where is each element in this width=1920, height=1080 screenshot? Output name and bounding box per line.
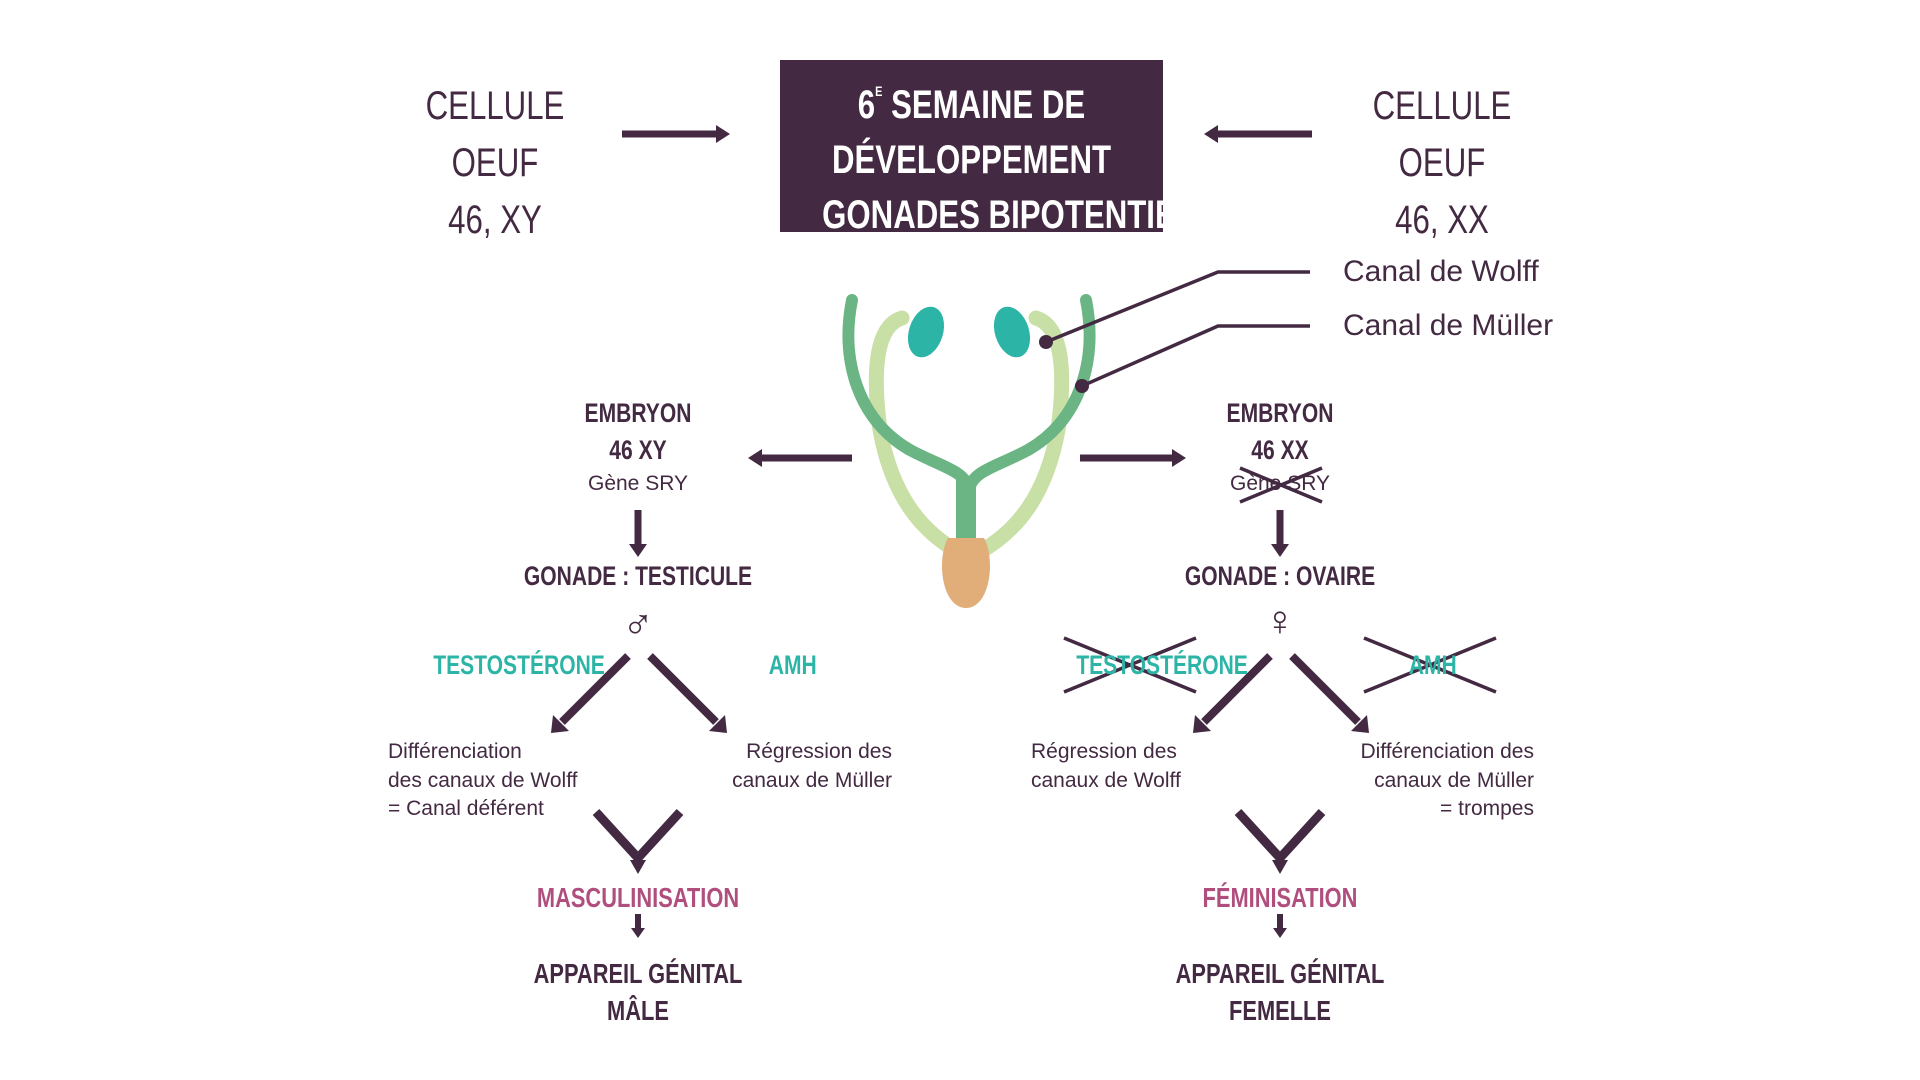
female-symbol-icon: ♀: [1264, 597, 1296, 644]
title-line2: DÉVELOPPEMENT: [831, 138, 1112, 182]
desc-line: Régression des: [746, 740, 892, 763]
female-gonad-label: GONADE : OVAIRE: [1184, 561, 1376, 591]
gonad-left: [907, 306, 945, 358]
male-symbol-icon: ♂: [622, 599, 654, 646]
desc-line: canaux de Müller: [732, 768, 892, 792]
male-testosterone-label: TESTOSTÉRONE: [433, 650, 605, 680]
female-final-line2: FEMELLE: [1229, 995, 1331, 1026]
left-zygote-line1: CELLULE OEUF: [425, 84, 565, 185]
wolff-leader-line: [1039, 270, 1310, 349]
desc-line: Régression des: [1031, 740, 1177, 763]
wolff-duct-left: [842, 294, 974, 492]
merge-arrow-female: [1234, 808, 1326, 874]
desc-line: Différenciation des: [1360, 740, 1534, 763]
male-final-line2: MÂLE: [607, 995, 669, 1026]
male-gonad-label: GONADE : TESTICULE: [523, 561, 753, 591]
cross-gene-sry: [1239, 466, 1323, 504]
desc-line: Différenciation: [388, 740, 522, 763]
male-final-line1: APPAREIL GÉNITAL: [533, 958, 743, 989]
male-amh-label: AMH: [768, 650, 817, 680]
gonad-right: [993, 306, 1031, 358]
left-zygote-label: CELLULE OEUF 46, XY: [345, 78, 645, 249]
male-embryo-karyotype: 46 XY: [609, 435, 667, 465]
muller-duct-label: Canal de Müller: [1343, 309, 1554, 342]
female-embryo-block: EMBRYON 46 XX Gène SRY: [1180, 395, 1380, 499]
arrow-female-to-left-effect: [1193, 653, 1273, 733]
desc-line: canaux de Müller: [1374, 768, 1534, 792]
desc-line: canaux de Wolff: [1031, 768, 1181, 792]
desc-line: des canaux de Wolff: [388, 768, 578, 792]
female-embryo-title: EMBRYON: [1226, 398, 1334, 428]
title-line1: 6E SEMAINE DE: [822, 64, 1121, 133]
desc-line: = Canal déférent: [388, 797, 544, 820]
masculinisation-label: MASCULINISATION: [536, 882, 740, 913]
arrow-to-female-embryo: [1080, 449, 1186, 467]
male-gene-sry: Gène SRY: [587, 472, 688, 495]
bipotential-stage-title-box: 6E SEMAINE DE DÉVELOPPEMENT GONADES BIPO…: [780, 60, 1256, 237]
wolff-duct-right: [964, 294, 1096, 492]
female-final-label: APPAREIL GÉNITAL FEMELLE: [1130, 955, 1430, 1029]
arrow-male-to-testosterone-effect: [551, 653, 631, 733]
arrow-female-embryo-to-gonad: [1271, 510, 1289, 557]
urogenital-stem: [956, 480, 976, 540]
female-embryo-karyotype: 46 XX: [1251, 435, 1309, 465]
arrow-masculinisation-to-final: [631, 914, 645, 938]
female-amh-crossed-label: AMH: [1408, 650, 1457, 680]
right-zygote-label: CELLULE OEUF 46, XX: [1292, 78, 1592, 249]
arrow-female-to-right-effect: [1289, 653, 1369, 733]
week-suffix: E: [875, 83, 883, 99]
urogenital-sinus: [942, 538, 990, 608]
merge-arrow-male: [592, 808, 684, 874]
female-wolff-regression-text: Régression des canaux de Wolff: [1031, 738, 1181, 795]
female-testosterone-crossed-label: TESTOSTÉRONE: [1076, 650, 1248, 680]
male-final-label: APPAREIL GÉNITAL MÂLE: [488, 955, 788, 1029]
arrow-to-male-embryo: [748, 449, 852, 467]
desc-line: = trompes: [1440, 797, 1534, 820]
arrow-male-to-amh-effect: [647, 653, 727, 733]
feminisation-label: FÉMINISATION: [1202, 882, 1358, 913]
muller-leader-line: [1075, 324, 1310, 393]
female-muller-differentiation-text: Différenciation des canaux de Müller = t…: [1310, 738, 1534, 824]
male-wolff-differentiation-text: Différenciation des canaux de Wolff = Ca…: [388, 738, 578, 824]
left-zygote-karyotype: 46, XY: [448, 198, 542, 242]
female-final-line1: APPAREIL GÉNITAL: [1175, 958, 1385, 989]
male-muller-regression-text: Régression des canaux de Müller: [690, 738, 892, 795]
right-zygote-line1: CELLULE OEUF: [1372, 84, 1512, 185]
arrow-male-embryo-to-gonad: [629, 510, 647, 557]
female-gene-sry-crossed: Gène SRY: [1229, 472, 1330, 495]
wolff-duct-label: Canal de Wolff: [1343, 255, 1539, 288]
arrow-left-zygote-to-title: [622, 125, 730, 143]
cross-amh: [1363, 636, 1497, 694]
right-zygote-karyotype: 46, XX: [1395, 198, 1489, 242]
male-embryo-block: EMBRYON 46 XY Gène SRY: [538, 395, 738, 499]
week-number: 6: [857, 83, 876, 127]
arrow-feminisation-to-final: [1273, 914, 1287, 938]
genital-ducts-illustration: [842, 294, 1096, 608]
title-line1-rest: SEMAINE DE: [891, 83, 1086, 127]
male-embryo-title: EMBRYON: [584, 398, 692, 428]
cross-testosterone: [1063, 636, 1197, 694]
arrow-right-zygote-to-title: [1204, 125, 1312, 143]
